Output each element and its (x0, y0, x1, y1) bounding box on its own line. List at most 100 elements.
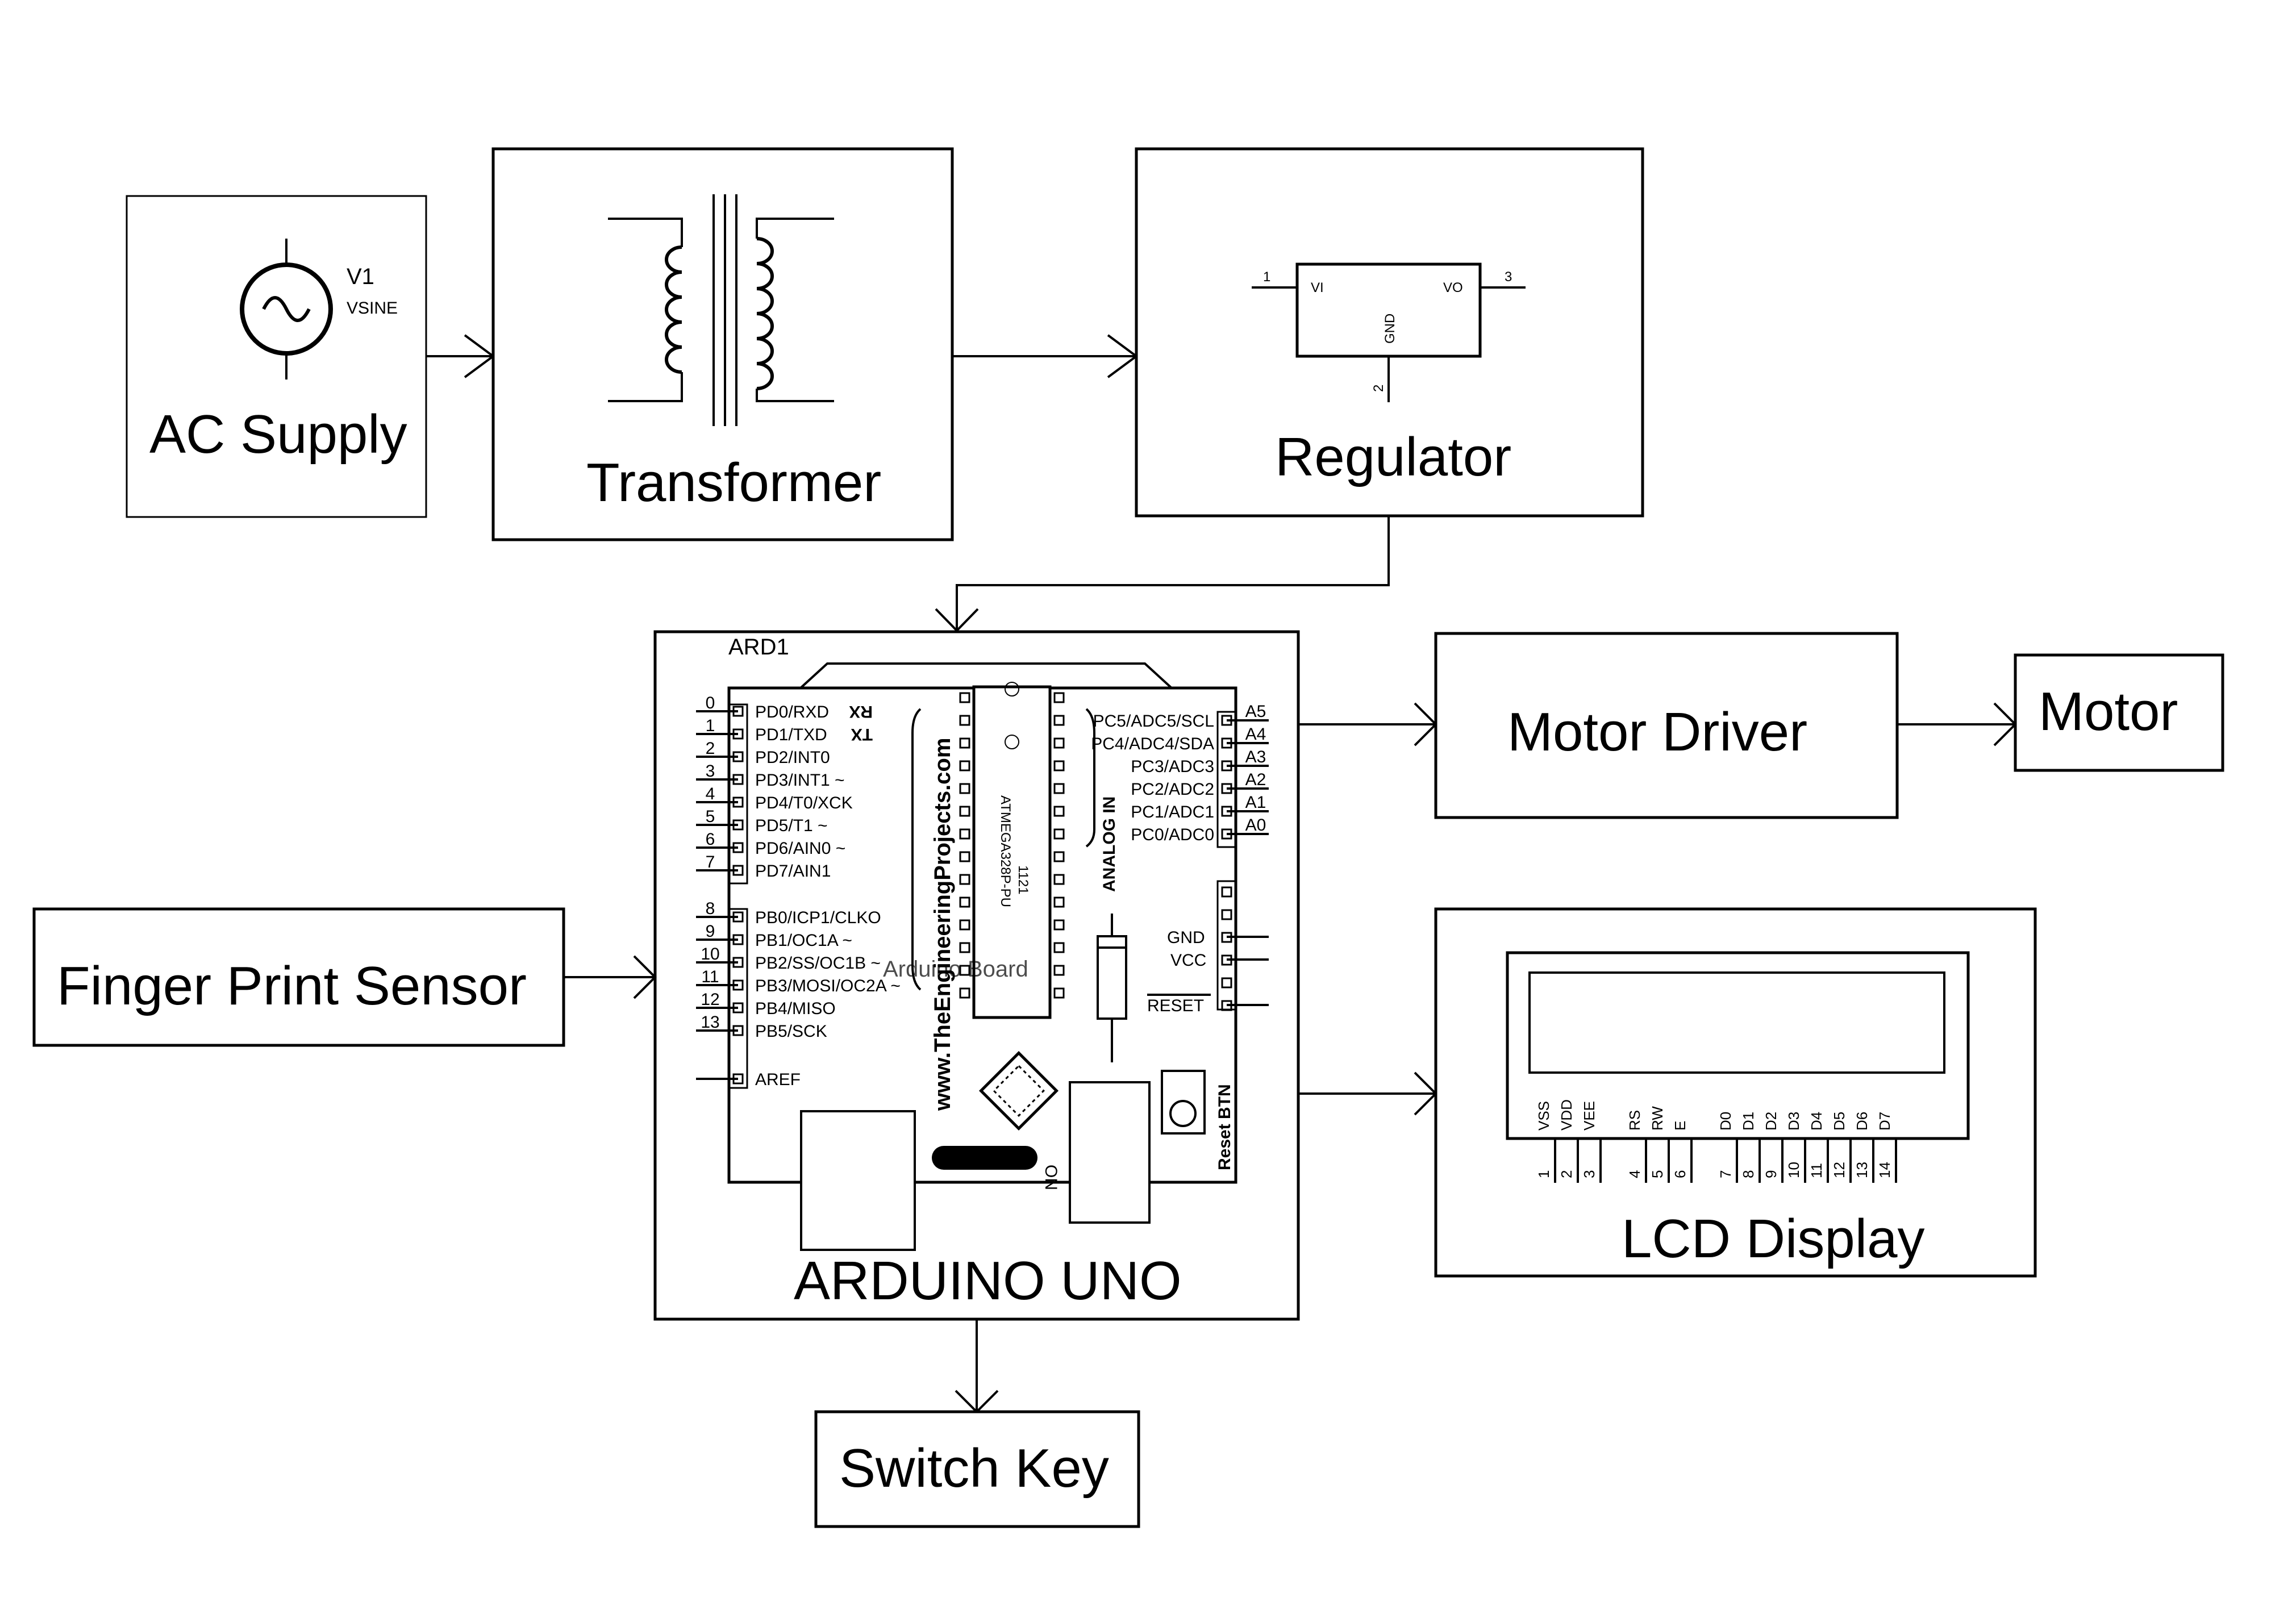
lcd-pin-d1: D1 8 (1740, 1112, 1761, 1183)
lcd-pin-name: D1 (1740, 1112, 1757, 1131)
lcd-pin-name: D6 (1853, 1112, 1870, 1131)
regulator-vi: VI (1311, 280, 1324, 295)
digital-pin-name: PD0/RXD (755, 703, 829, 721)
motor-label: Motor (2039, 681, 2178, 742)
digital-pin-name: PD1/TXD (755, 725, 827, 744)
analog-pin-number: A0 (1245, 816, 1266, 835)
lcd-pin-d2: D2 9 (1762, 1112, 1784, 1183)
lcd-pin-name: D4 (1808, 1112, 1825, 1131)
power-jack (1069, 1081, 1151, 1224)
lcd-pin-name: D2 (1762, 1112, 1780, 1131)
arduino-ref: ARD1 (728, 635, 789, 660)
transformer-icon (608, 194, 834, 426)
analog-pin-name: PC2/ADC2 (1131, 780, 1214, 799)
chip-pin (1053, 919, 1065, 931)
lcd-pin-number: 8 (1740, 1170, 1757, 1178)
pin-vcc-label: VCC (1170, 951, 1206, 970)
lcd-pin-number: 7 (1717, 1170, 1734, 1178)
digital-pin-name: PD7/AIN1 (755, 862, 831, 881)
analog-pin-number: A4 (1245, 725, 1266, 744)
digital-pin-name: PB4/MISO (755, 999, 836, 1018)
chip-pin (959, 828, 970, 840)
switch-key-block: Switch Key (814, 1410, 1140, 1528)
lcd-pin-name: RS (1626, 1110, 1643, 1131)
arrow-motor-driver-to-motor (1897, 702, 2017, 746)
regulator-gnd: GND (1382, 314, 1398, 344)
digital-pin-number: 2 (706, 739, 715, 758)
chip-pin (959, 851, 970, 862)
chip-name: ATMEGA328P-PU (998, 795, 1013, 907)
digital-pin-name: PD5/T1 ~ (755, 816, 828, 835)
lcd-pin-number: 5 (1649, 1170, 1666, 1178)
lcd-pin-name: D0 (1717, 1112, 1734, 1131)
arrow-regulator-to-arduino (935, 516, 1390, 632)
rx-label: RX (849, 702, 873, 721)
digital-pin-name: PD6/AIN0 ~ (755, 839, 845, 858)
digital-pin-number: 7 (706, 853, 715, 871)
chip-pin (1053, 760, 1065, 771)
digital-pin-number: 1 (706, 716, 715, 735)
lcd-pin-number: 13 (1853, 1162, 1870, 1178)
arrow-arduino-to-motor-driver (1298, 702, 1437, 746)
lcd-pin-number: 4 (1626, 1170, 1643, 1178)
motor-driver-label: Motor Driver (1507, 702, 1807, 762)
on-switch (932, 1146, 1037, 1170)
fingerprint-block: Finger Print Sensor (32, 907, 565, 1047)
digital-pin-number: 12 (701, 990, 719, 1009)
usb-port (800, 1110, 916, 1251)
lcd-pin-name: E (1672, 1121, 1689, 1131)
chip-pin (959, 760, 970, 771)
lcd-pin-d6: D6 13 (1853, 1112, 1874, 1183)
chip-pin (1053, 783, 1065, 794)
lcd-screen (1528, 971, 1945, 1074)
digital-pin-number: 13 (701, 1013, 719, 1032)
chip-pin (1053, 715, 1065, 726)
website-watermark: www.TheEngineeringProjects.com (930, 738, 955, 1111)
chip-pin (959, 987, 970, 999)
regulator-label: Regulator (1275, 427, 1511, 487)
lcd-pin-d0: D0 7 (1717, 1112, 1738, 1183)
digital-pin-name: PD3/INT1 ~ (755, 771, 845, 790)
motor-driver-block: Motor Driver (1434, 632, 1899, 819)
tx-label: TX (851, 725, 873, 744)
analog-pin-number: A2 (1245, 770, 1266, 789)
regulator-pin2: 2 (1371, 385, 1386, 392)
chip-code: 1121 (1015, 865, 1031, 895)
regulator-block: 1 3 VI VO GND 2 Regulator (1135, 147, 1644, 518)
atmega-chip: 1121 ATMEGA328P-PU (959, 682, 1065, 1019)
digital-pin-number: 11 (701, 967, 719, 986)
regulator-pin1: 1 (1263, 269, 1270, 285)
digital-pin-12: 12 PB4/MISO (696, 990, 836, 1018)
digital-pin-number: 4 (706, 785, 715, 803)
lcd-pin-name: D3 (1785, 1112, 1802, 1131)
lcd-pin-number: 6 (1672, 1170, 1689, 1178)
ac-supply-block: V1 VSINE AC Supply (126, 195, 427, 518)
chip-pin (1053, 987, 1065, 999)
motor-block: Motor (2014, 653, 2224, 772)
lcd-pin-number: 9 (1762, 1170, 1780, 1178)
regulator-pin3: 3 (1505, 269, 1512, 285)
chip-pin (959, 942, 970, 953)
switch-key-label: Switch Key (839, 1438, 1109, 1499)
digital-pin-name: PB2/SS/OC1B ~ (755, 954, 881, 973)
